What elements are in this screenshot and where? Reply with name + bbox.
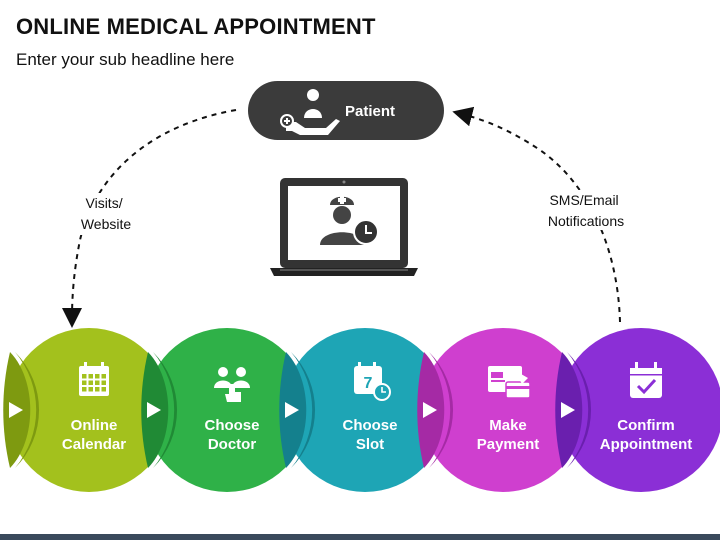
step-label-line: Appointment xyxy=(600,436,692,453)
step-label-line: Payment xyxy=(477,436,540,453)
step-circle xyxy=(7,328,171,492)
svg-text:SMS/Email Notifications: SMS/Email Notifications xyxy=(548,192,624,229)
right-arrow-label-line1: SMS/Email xyxy=(549,192,618,208)
left-arrow-label-line2: Website xyxy=(81,216,132,232)
step-label-line: Choose xyxy=(204,417,259,434)
payment-card-icon xyxy=(488,366,531,399)
patient-care-icon xyxy=(280,89,340,135)
right-dashed-arrow xyxy=(452,106,621,323)
laptop-doctor-icon xyxy=(270,178,418,276)
step-label-line: Calendar xyxy=(62,436,126,453)
step-circle xyxy=(145,328,309,492)
step-arrow-icon xyxy=(147,402,161,418)
calendar-check-icon xyxy=(630,362,662,398)
step-shadow xyxy=(291,352,316,468)
step-arrow-icon xyxy=(285,402,299,418)
right-arrow-label-line2: Notifications xyxy=(548,213,624,229)
step-shadow xyxy=(567,352,592,468)
bottom-bar xyxy=(0,534,720,540)
calendar-grid-icon xyxy=(79,362,109,396)
page-subtitle: Enter your sub headline here xyxy=(16,50,235,69)
step-shadow xyxy=(153,352,178,468)
step-arrow-icon xyxy=(423,402,437,418)
svg-text:Visits/ Website: Visits/ Website xyxy=(81,195,132,232)
step-arrow-icon xyxy=(9,402,23,418)
patient-label: Patient xyxy=(345,103,395,120)
step-shadow xyxy=(429,352,454,468)
step-circle xyxy=(421,328,585,492)
svg-text:7: 7 xyxy=(364,375,373,392)
patient-node: Patient xyxy=(248,81,444,140)
step-label-line: Make xyxy=(489,417,527,434)
step-circle xyxy=(559,328,720,492)
doctors-pointer-icon xyxy=(214,367,250,402)
left-arrow-label-line1: Visits/ xyxy=(86,195,123,211)
step-label-line: Confirm xyxy=(617,417,675,434)
step-label-line: Doctor xyxy=(208,436,256,453)
step-circle xyxy=(283,328,447,492)
step-arrow-icon xyxy=(561,402,575,418)
page-title: ONLINE MEDICAL APPOINTMENT xyxy=(16,14,376,39)
step-label-line: Choose xyxy=(342,417,397,434)
step-label-line: Online xyxy=(71,417,118,434)
calendar-clock-icon: 7 xyxy=(354,362,391,401)
step-label-line: Slot xyxy=(356,436,384,453)
step-shadow xyxy=(15,352,40,468)
